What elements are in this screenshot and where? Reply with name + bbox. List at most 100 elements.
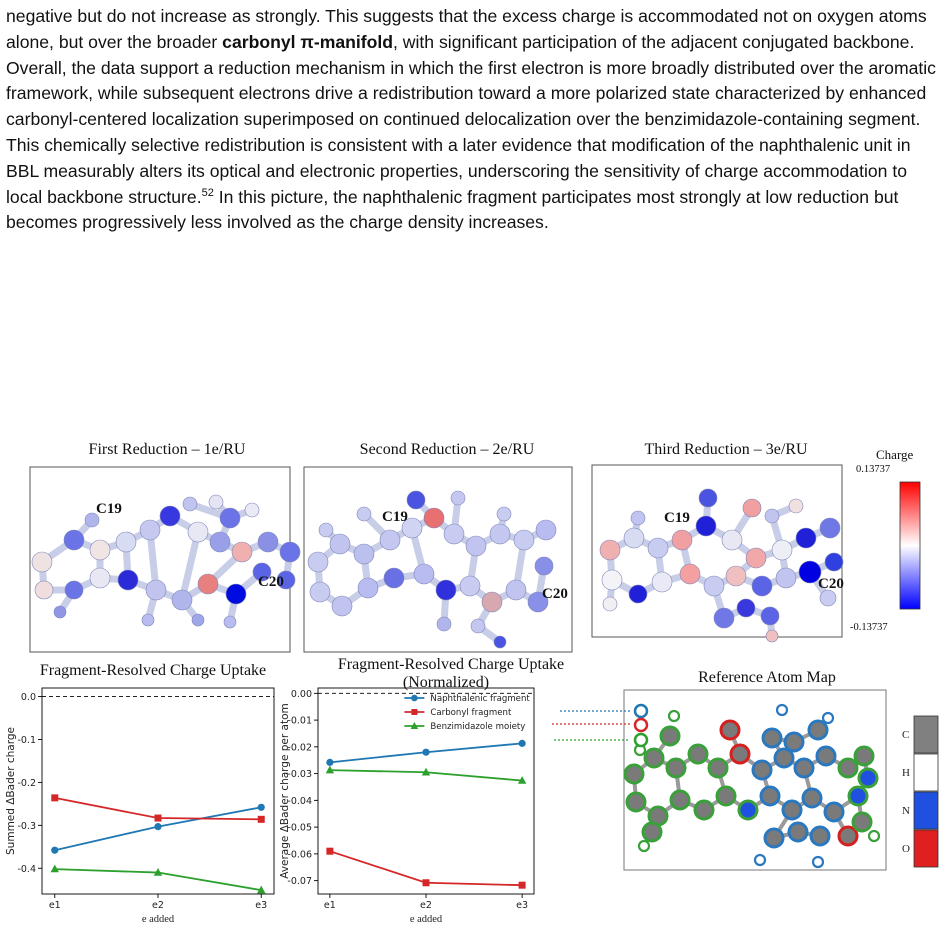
map-atom [851,811,873,833]
third-reduction-molecule: C19 C20 [591,464,844,643]
atom-sphere [401,517,423,539]
data-point [154,814,162,822]
legend-marker [411,709,418,715]
x-tick-label: e1 [324,900,336,911]
atom-sphere [775,567,797,589]
atom-sphere [465,535,487,557]
atom-sphere [139,519,161,541]
atom-sphere [187,521,209,543]
atom-sphere [601,569,623,591]
data-point [153,868,163,876]
data-point [518,881,526,889]
atom-sphere [771,539,793,561]
atom-sphere [318,522,334,538]
c19-label-3: C19 [664,510,690,526]
atom-sphere [252,562,272,582]
map-atom [787,821,809,843]
atom-sphere [89,567,111,589]
citation-ref[interactable]: 52 [201,186,214,199]
y-tick-label: -0.04 [287,796,312,807]
data-point [326,758,334,766]
atom-sphere [798,560,822,584]
map-atom [641,821,663,843]
map-atom [659,725,681,747]
atom-sphere [725,565,747,587]
data-point [422,748,430,756]
x-tick-label: e1 [49,900,61,911]
map-atom [625,791,647,813]
map-atom [669,789,691,811]
atom-sphere [599,539,621,561]
atom-sphere [89,539,111,561]
c19-label-1: C19 [96,501,122,517]
atom-sphere [534,556,554,576]
legend-element-label: O [902,843,910,855]
x-tick-label: e2 [420,900,432,911]
atom-sphere [713,607,735,629]
map-atom [623,763,645,785]
map-hydrogen [867,829,881,843]
atom-sphere [489,523,511,545]
map-atom [643,747,665,769]
atom-sphere [182,496,198,512]
map-atom [759,785,781,807]
atom-sphere [63,529,85,551]
atom-sphere [145,579,167,601]
y-tick-label: 0.0 [21,692,36,703]
data-point [421,767,431,776]
data-point [518,739,526,747]
atom-sphere [231,541,253,563]
data-point [325,765,335,774]
colorbar-min-label: -0.13737 [850,622,888,633]
colorbar-max-label: 0.13737 [856,464,891,475]
atom-sphere [795,527,817,549]
map-atom [693,799,715,821]
atom-sphere [679,563,701,585]
c20-label-2: C20 [542,586,568,602]
x-tick-label: e3 [516,900,528,911]
molecule-panels: C19 C20 C19 C20 C19 C20 [29,464,921,653]
atom-sphere [819,589,837,607]
atom-sphere [745,547,767,569]
atom-sphere [357,577,379,599]
paragraph-text-2: , with significant participation of the … [6,31,936,207]
legend-element-label: H [902,767,910,779]
map-atom [763,827,785,849]
atom-sphere [824,552,844,572]
data-point [257,815,265,823]
colorbar-title: Charge [876,447,914,462]
x-axis-label: e added [410,914,443,922]
data-point [51,846,59,854]
data-point [422,879,430,887]
c19-label-2: C19 [382,509,408,525]
atom-sphere [309,581,331,603]
data-point [257,885,266,894]
chart2-subtitle: (Normalized) [402,674,490,691]
atom-sphere [379,529,401,551]
legend-entry: Carbonyl fragment [430,708,512,718]
legend-swatch [913,715,939,754]
atom-sphere [496,506,512,522]
paragraph-bold-term: carbonyl π-manifold [222,31,394,52]
atom-sphere [736,598,756,618]
atom-sphere [413,563,435,585]
chart1-title: Fragment-Resolved Charge Uptake [39,662,267,679]
atom-sphere [191,613,205,627]
atom-sphere [505,579,527,601]
atom-sphere [647,537,669,559]
paragraph-text-3: In this picture, the naphthalenic fragme… [6,186,899,233]
map-atom [773,747,795,769]
y-tick-label: -0.4 [17,864,36,875]
atom-sphere [788,498,804,514]
map-atom [707,757,729,779]
map-hydrogen [775,703,789,717]
atom-sphere [115,531,137,553]
atom-sphere [117,569,139,591]
map-hydrogen [753,853,767,867]
atom-sphere [481,591,503,613]
map-hydrogen [633,743,647,757]
y-tick-label: -0.2 [17,778,36,789]
map-atom [837,757,859,779]
